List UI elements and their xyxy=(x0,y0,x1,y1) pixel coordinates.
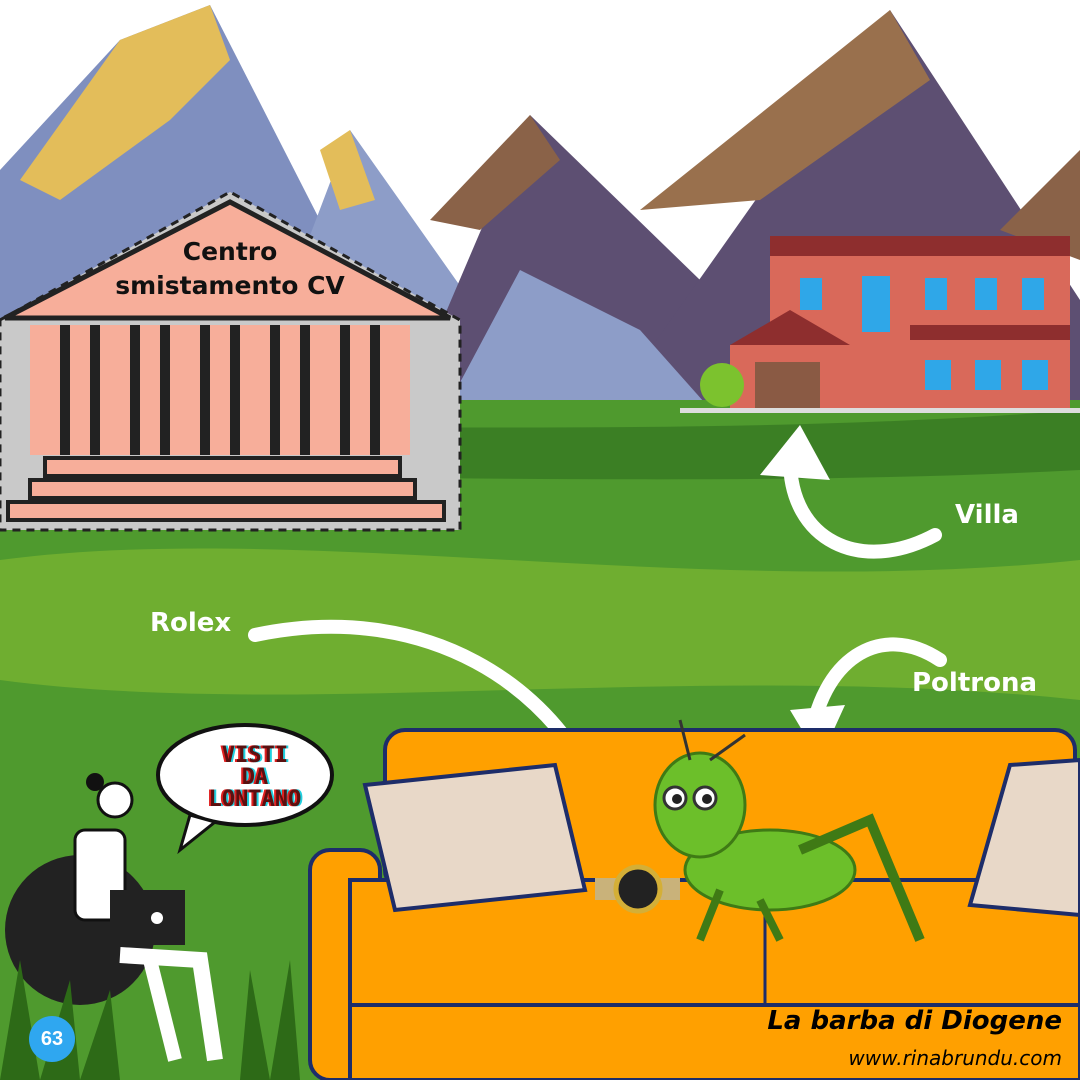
bubble-line1: VISTI xyxy=(221,743,289,768)
grasshopper xyxy=(653,719,925,942)
bubble-line3: LONTANO xyxy=(208,787,302,812)
page-number-badge: 63 xyxy=(29,1016,75,1062)
woman-with-laptop xyxy=(0,773,300,1080)
website-url: www.rinabrundu.com xyxy=(848,1046,1062,1070)
temple-title-line1: Centro xyxy=(182,237,278,266)
villa-label: Villa xyxy=(955,500,1019,530)
speech-bubble xyxy=(156,723,334,855)
temple-title: Centro smistamento CV xyxy=(100,235,360,303)
brand-title: La barba di Diogene xyxy=(767,1006,1062,1036)
sofa xyxy=(308,728,1080,1080)
temple-building xyxy=(0,190,462,532)
bubble-line2: DA xyxy=(241,765,269,790)
rolex-watch xyxy=(595,864,680,914)
temple-title-line2: smistamento CV xyxy=(115,271,345,300)
rolex-label: Rolex xyxy=(150,608,232,638)
villa-building xyxy=(680,236,1080,413)
poltrona-label: Poltrona xyxy=(912,668,1037,698)
speech-bubble-text: VISTI DA LONTANO xyxy=(170,745,340,811)
